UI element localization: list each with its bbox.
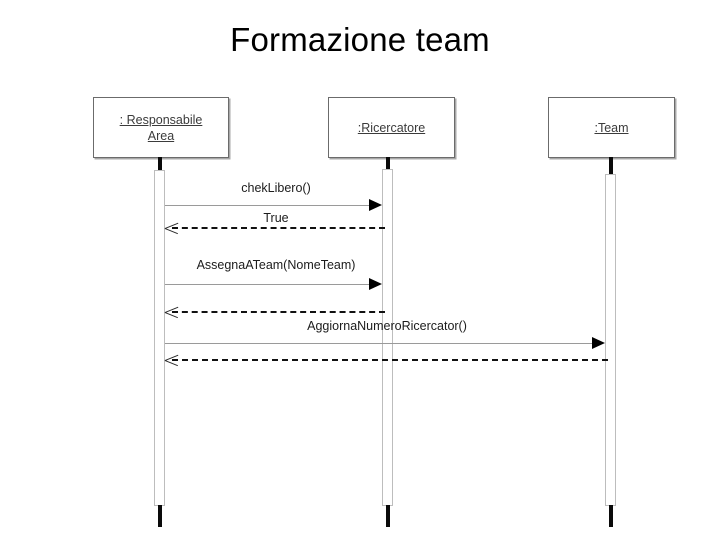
lifeline-stub-bottom-ricercatore xyxy=(386,505,390,527)
lifeline-stub-bottom-team xyxy=(609,505,613,527)
message-line-aggiorna-numero-ricercator[interactable] xyxy=(165,343,594,344)
lifeline-label-responsabile-area: : Responsabile Area xyxy=(119,112,203,143)
lifeline-head-responsabile-area[interactable]: : Responsabile Area xyxy=(93,97,229,158)
arrowhead-left-return-aggiorna-numero-ricercator xyxy=(164,353,179,367)
lifeline-head-ricercatore[interactable]: :Ricercatore xyxy=(328,97,455,158)
arrowhead-right-chek-libero xyxy=(369,199,382,211)
lifeline-label-ricercatore: :Ricercatore xyxy=(357,120,426,135)
arrowhead-right-assegna-a-team xyxy=(369,278,382,290)
lifeline-head-team[interactable]: :Team xyxy=(548,97,675,158)
activation-bar-responsabile-area[interactable] xyxy=(154,170,165,506)
message-label-chek-libero: chekLibero() xyxy=(241,181,311,195)
lifeline-stub-top-team xyxy=(609,157,613,175)
message-line-return-assegna-a-team[interactable] xyxy=(172,311,385,313)
message-line-true[interactable] xyxy=(172,227,385,229)
page-title: Formazione team xyxy=(230,21,490,58)
lifeline-stub-bottom-responsabile-area xyxy=(158,505,162,527)
lifeline-stub-top-responsabile-area xyxy=(158,157,162,171)
message-line-chek-libero[interactable] xyxy=(165,205,371,206)
message-label-aggiorna-numero-ricercator: AggiornaNumeroRicercator() xyxy=(307,319,467,333)
message-line-assegna-a-team[interactable] xyxy=(165,284,371,285)
arrowhead-left-true xyxy=(164,221,179,235)
arrowhead-left-return-assegna-a-team xyxy=(164,305,179,319)
message-label-true: True xyxy=(263,211,289,225)
message-label-assegna-a-team: AssegnaATeam(NomeTeam) xyxy=(196,258,356,272)
lifeline-stub-top-ricercatore xyxy=(386,157,390,170)
arrowhead-right-aggiorna-numero-ricercator xyxy=(592,337,605,349)
activation-bar-team[interactable] xyxy=(605,174,616,506)
message-line-return-aggiorna-numero-ricercator[interactable] xyxy=(172,359,608,361)
lifeline-label-team: :Team xyxy=(594,120,629,135)
